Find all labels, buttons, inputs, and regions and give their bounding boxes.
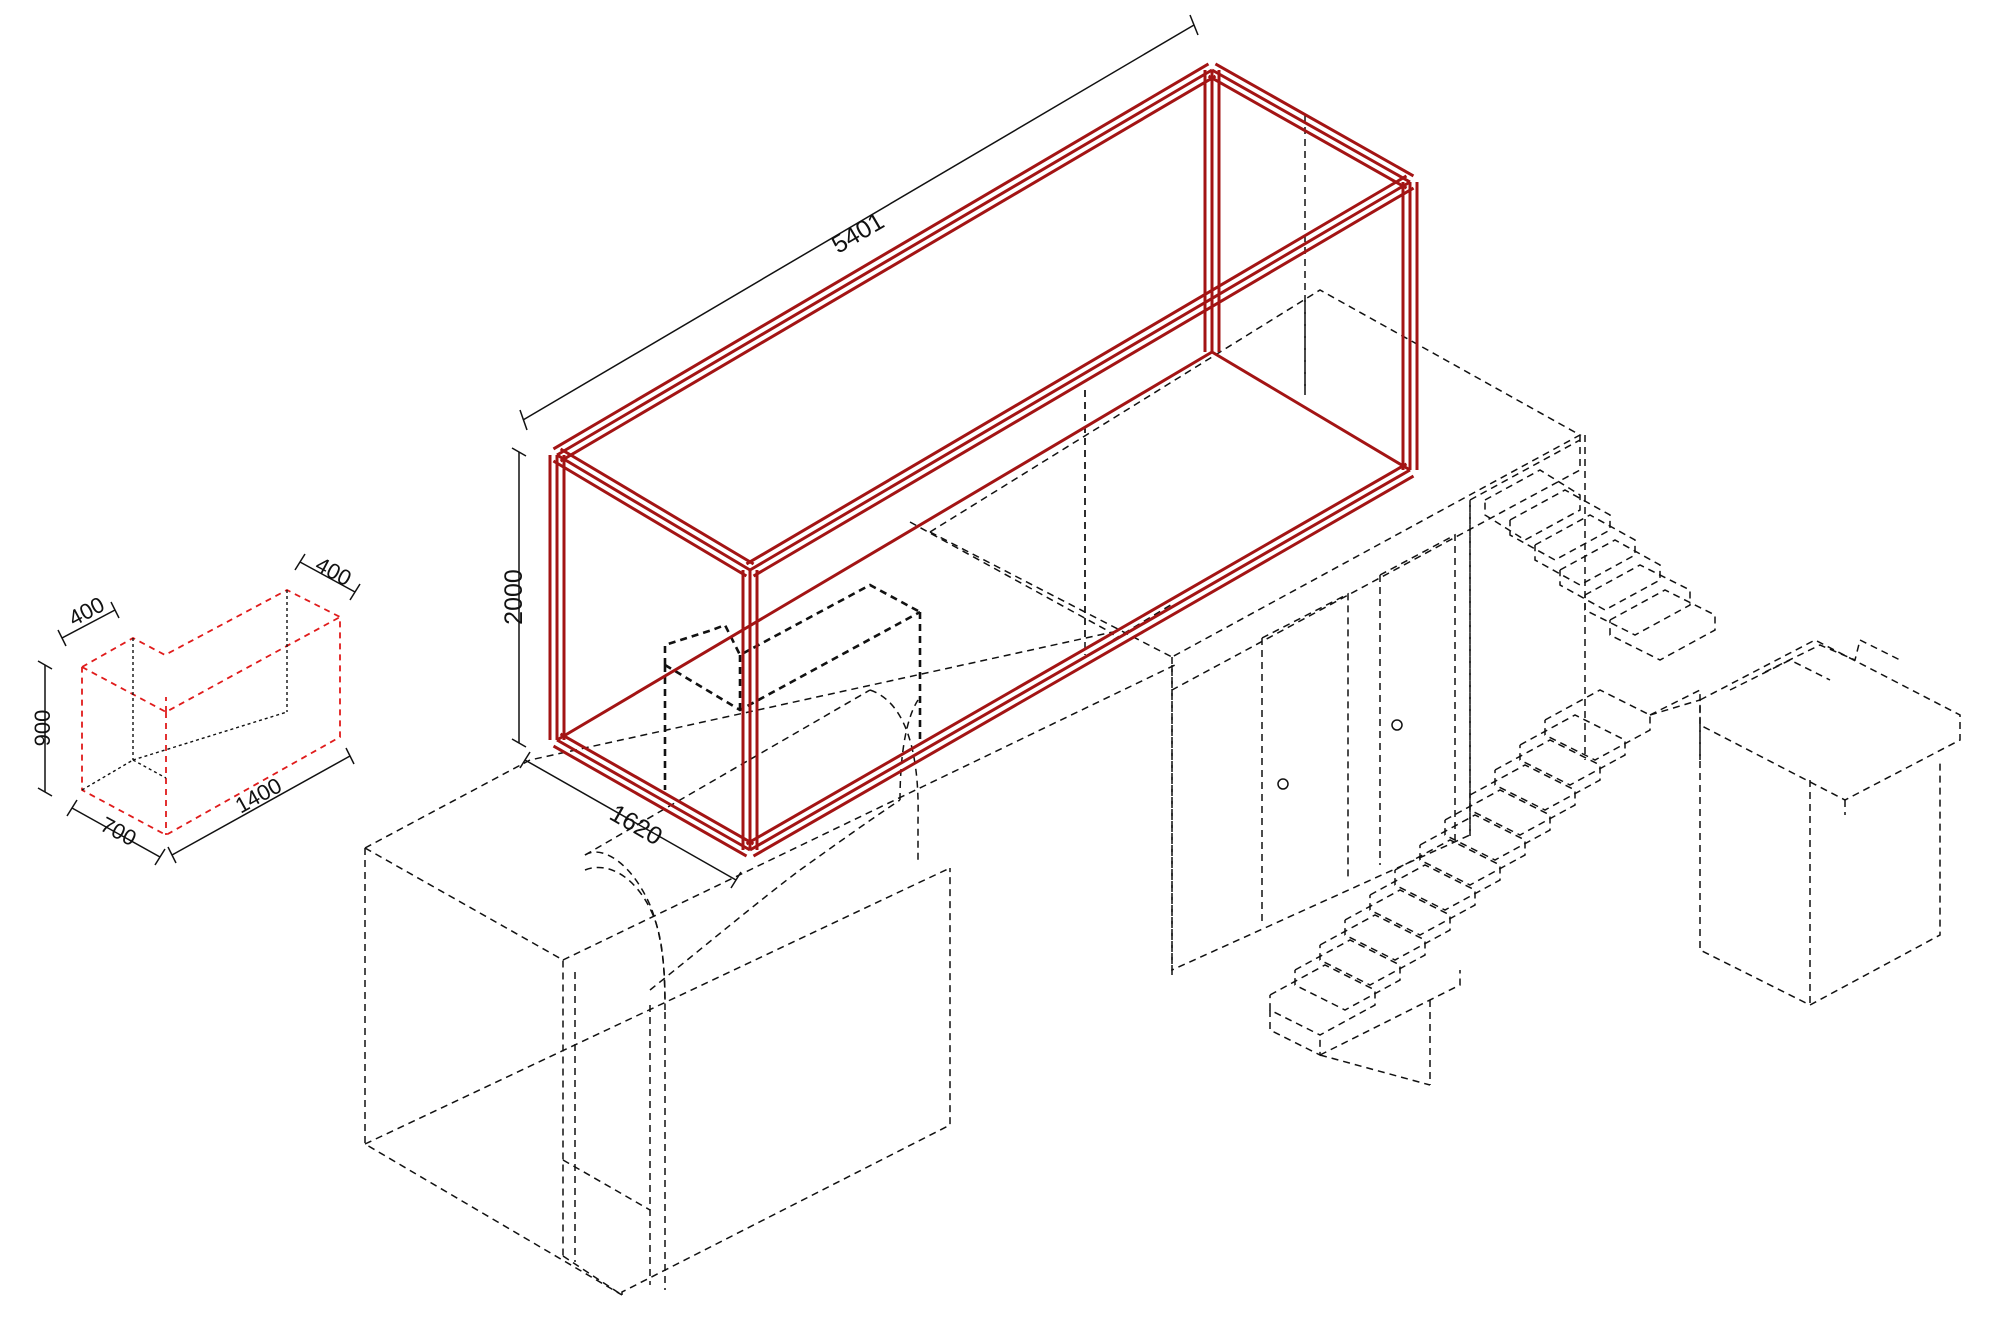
frame-tube bbox=[552, 62, 1210, 451]
frame-tube bbox=[752, 186, 1415, 578]
platform bbox=[929, 289, 1582, 975]
frame-tube bbox=[559, 732, 755, 846]
frame-tube bbox=[556, 453, 751, 572]
frame-tube bbox=[1211, 68, 1411, 184]
frame-tube bbox=[559, 447, 755, 566]
block-depth-label: 700 bbox=[96, 812, 140, 851]
arch bbox=[584, 689, 919, 1011]
frame-tube bbox=[1207, 74, 1408, 190]
frame-tube bbox=[1214, 62, 1415, 178]
door-knob-icon bbox=[1277, 778, 1289, 790]
door-knob-icon bbox=[1391, 719, 1403, 731]
block-top-short-label: 400 bbox=[64, 592, 108, 631]
inner-box bbox=[663, 583, 922, 790]
frame-tube bbox=[559, 74, 1217, 463]
steel-frame bbox=[548, 62, 1419, 858]
frame-tube bbox=[745, 174, 1408, 566]
block-top-end-label: 400 bbox=[311, 552, 355, 591]
lower-stairs bbox=[1269, 688, 1701, 1086]
wardrobe bbox=[1171, 439, 1581, 972]
frame-tube bbox=[556, 350, 1213, 742]
l-shaped-block bbox=[81, 588, 341, 837]
block-dimensions bbox=[37, 553, 361, 866]
frame-tube bbox=[552, 459, 748, 578]
frame-height-label: 2000 bbox=[500, 569, 528, 625]
frame-tube bbox=[749, 468, 1411, 852]
guide-line bbox=[909, 521, 1111, 633]
upper-stairs bbox=[1469, 435, 1716, 840]
frame-tube bbox=[556, 68, 1213, 457]
l-block-outline bbox=[81, 588, 341, 837]
frame-dimensions bbox=[511, 14, 1199, 889]
base-volume bbox=[364, 602, 1176, 1296]
frame-tube bbox=[552, 744, 748, 858]
frame-tube bbox=[749, 180, 1411, 572]
frame-length-label: 5401 bbox=[827, 207, 889, 259]
frame-tube bbox=[752, 474, 1415, 858]
dashed-structure bbox=[364, 115, 1961, 1296]
frame-tube bbox=[745, 462, 1408, 846]
frame-tube bbox=[1211, 350, 1411, 472]
block-length-label: 1400 bbox=[231, 773, 286, 819]
block-height-label: 900 bbox=[30, 710, 55, 747]
frame-tube bbox=[556, 738, 751, 852]
side-table bbox=[1649, 638, 1961, 1006]
